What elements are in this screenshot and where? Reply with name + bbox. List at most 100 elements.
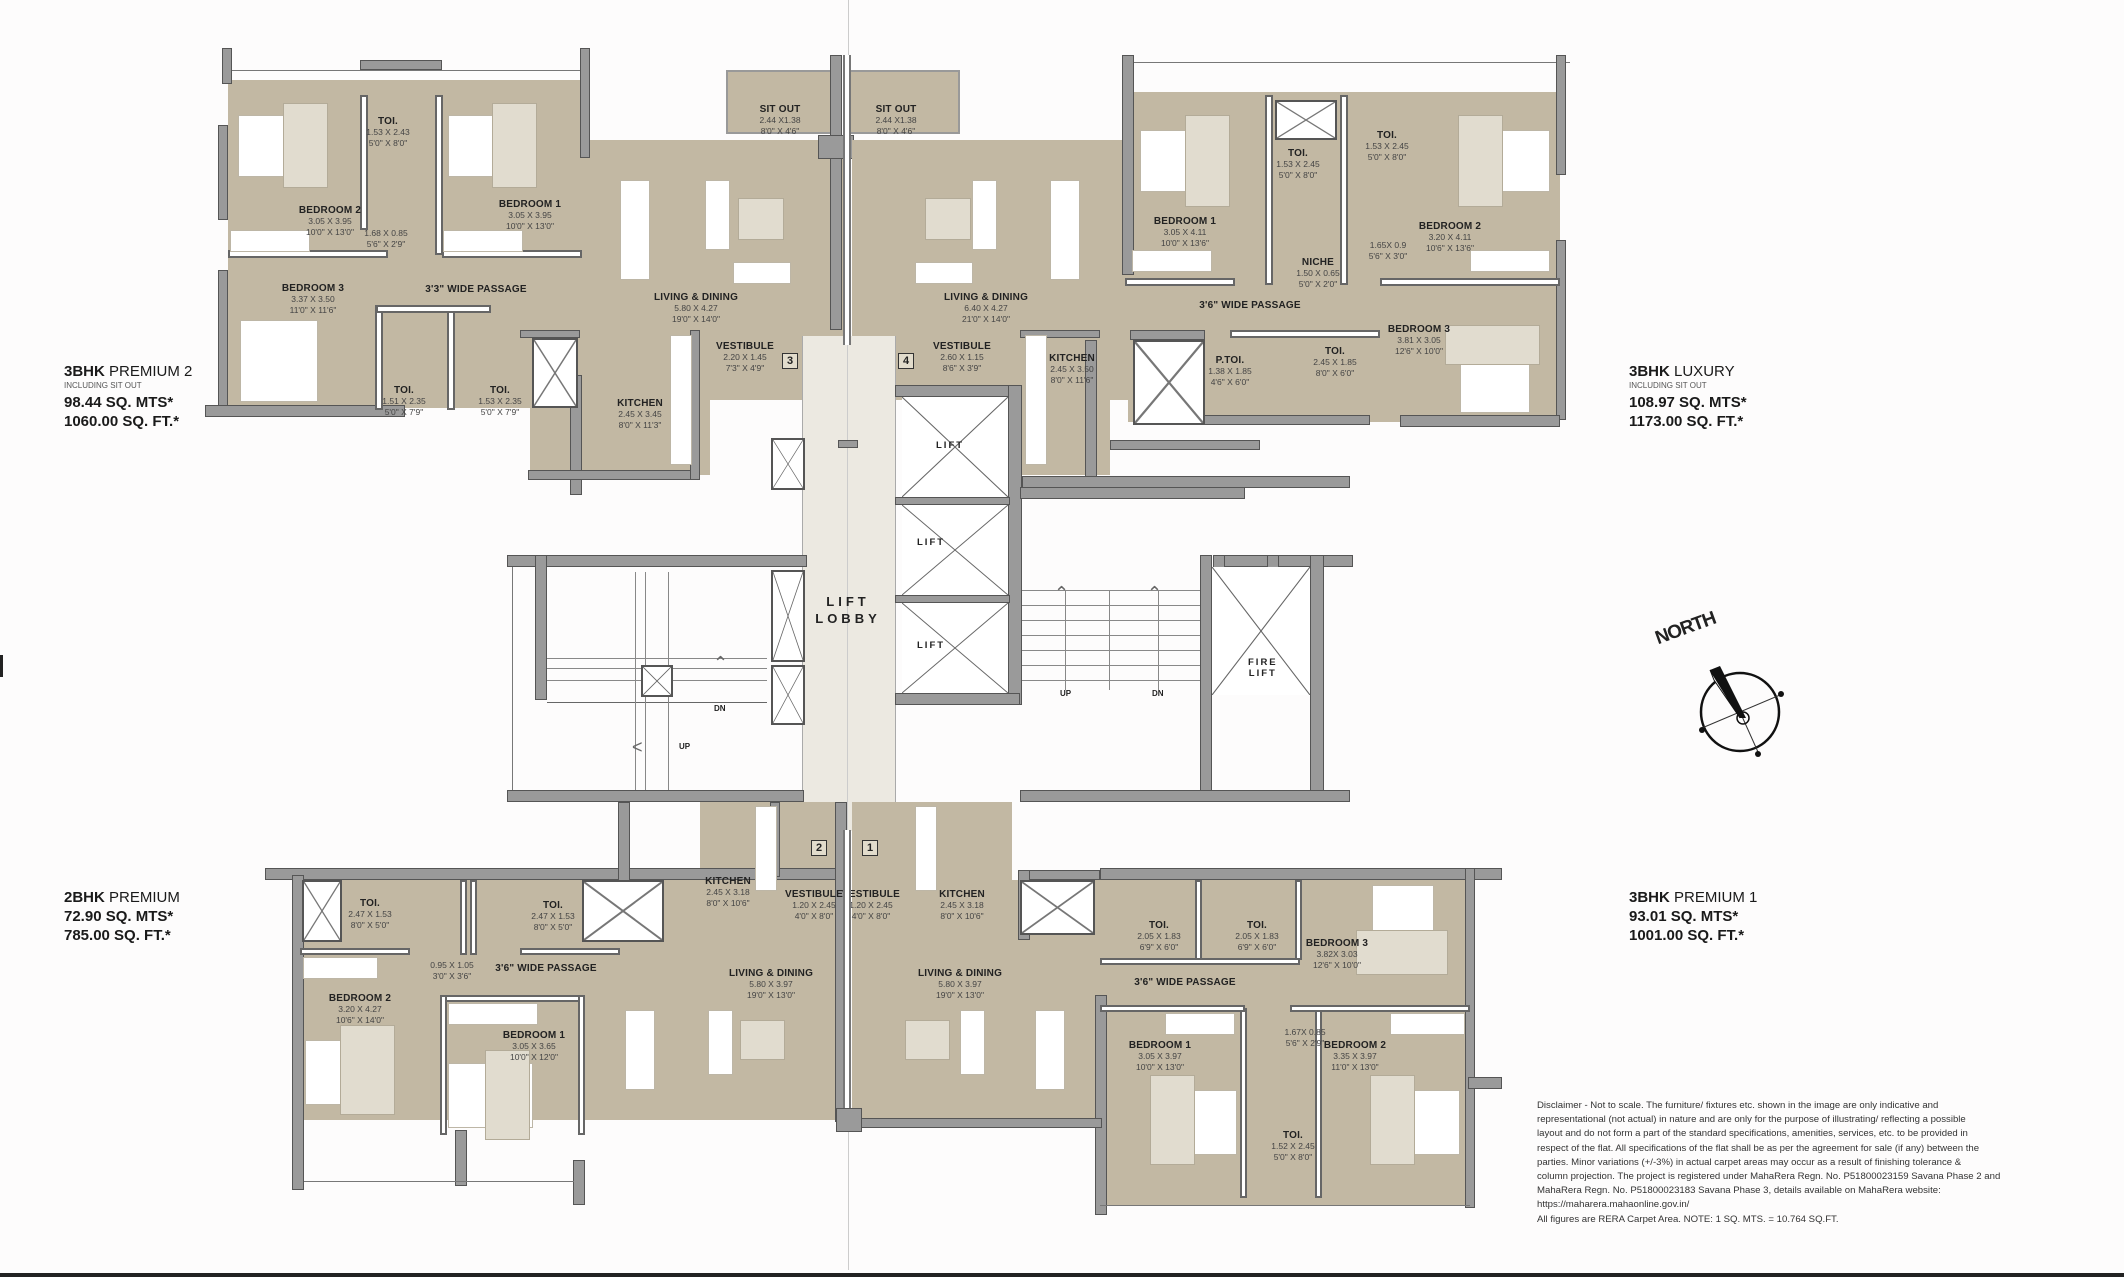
disclaimer-text: Disclaimer - Not to scale. The furniture… bbox=[1537, 1099, 2122, 1227]
stair-outline bbox=[512, 567, 513, 790]
flat-number-3: 3 bbox=[782, 353, 798, 369]
disclaimer-line: layout and do not form a part of the sta… bbox=[1537, 1128, 1968, 1140]
unit-variant: PREMIUM bbox=[104, 889, 180, 906]
wall bbox=[470, 880, 477, 955]
stair-outline bbox=[547, 702, 767, 703]
unit-type: 3BHK bbox=[1629, 889, 1670, 906]
unit-tag-top-left: 3BHK PREMIUM 2 INCLUDING SIT OUT 98.44 S… bbox=[64, 362, 192, 431]
rug bbox=[1150, 1075, 1195, 1165]
sitout-fill bbox=[844, 70, 960, 134]
wall bbox=[1340, 95, 1348, 285]
wall bbox=[1100, 1005, 1245, 1012]
north-label: NORTH bbox=[1652, 607, 1719, 650]
passage-label: 3'6" WIDE PASSAGE bbox=[1134, 977, 1236, 988]
wall bbox=[1240, 1008, 1247, 1198]
area-sqft: 1060.00 SQ. FT.* bbox=[64, 413, 180, 430]
fire-lift-shaft bbox=[1212, 567, 1310, 695]
column bbox=[1110, 440, 1260, 450]
left-edge-mark bbox=[0, 655, 3, 677]
wall bbox=[1020, 330, 1100, 338]
passage-label: 3'6" WIDE PASSAGE bbox=[1199, 300, 1301, 311]
wall bbox=[1295, 880, 1302, 960]
disclaimer-line: Disclaimer - Not to scale. The furniture… bbox=[1537, 1100, 1939, 1111]
wall bbox=[618, 802, 630, 887]
wall bbox=[1018, 870, 1100, 880]
coffee-table bbox=[905, 1020, 950, 1060]
wardrobe bbox=[303, 957, 378, 979]
wall bbox=[1465, 868, 1475, 1208]
lobby-centerline bbox=[847, 336, 848, 831]
disclaimer-link[interactable]: https://maharera.mahaonline.gov.in/ bbox=[1537, 1199, 1690, 1211]
wall bbox=[1125, 278, 1235, 286]
party-wall bbox=[843, 55, 851, 345]
coffee-table bbox=[738, 198, 784, 240]
flat-number-4: 4 bbox=[898, 353, 914, 369]
lift-core-wall bbox=[1008, 385, 1022, 705]
unit-variant: LUXURY bbox=[1669, 363, 1735, 380]
stair-wall bbox=[507, 555, 807, 567]
wall bbox=[1290, 1005, 1470, 1012]
wall bbox=[460, 880, 467, 955]
sofa bbox=[705, 180, 730, 250]
wall bbox=[573, 1160, 585, 1205]
disclaimer-line: column projection. The project is regist… bbox=[1537, 1171, 2001, 1183]
rug bbox=[1458, 115, 1503, 207]
stair-wall bbox=[1213, 555, 1353, 567]
wardrobe bbox=[448, 1003, 538, 1025]
duct-shaft bbox=[532, 338, 578, 408]
rug bbox=[1445, 325, 1540, 365]
passage-label: 3'6" WIDE PASSAGE bbox=[495, 963, 597, 974]
rug bbox=[1370, 1075, 1415, 1165]
wall bbox=[205, 405, 405, 417]
rug bbox=[340, 1025, 395, 1115]
column bbox=[1468, 1077, 1502, 1089]
duct-shaft bbox=[1275, 100, 1337, 140]
wall bbox=[830, 55, 842, 330]
arrow-up-icon: ⌃ bbox=[1054, 583, 1070, 603]
disclaimer-line: MahaRera Regn. No. P51800023183 Savana P… bbox=[1537, 1185, 1941, 1197]
lift-core-wall bbox=[895, 497, 1010, 505]
outline-rail bbox=[1130, 62, 1570, 63]
lift-core-wall bbox=[895, 385, 1020, 397]
area-sqm: 93.01 SQ. MTS* bbox=[1629, 908, 1739, 925]
duct-shaft bbox=[771, 665, 805, 725]
unit-variant: PREMIUM 1 bbox=[1669, 889, 1758, 906]
wall bbox=[1095, 995, 1107, 1215]
wardrobe bbox=[1132, 250, 1212, 272]
wall bbox=[455, 1130, 467, 1186]
kitchen-counter bbox=[755, 806, 777, 891]
unit-tag-bottom-right: 3BHK PREMIUM 1 93.01 SQ. MTS* 1001.00 SQ… bbox=[1629, 888, 1757, 945]
stair-wall bbox=[1020, 487, 1245, 499]
wall bbox=[1556, 55, 1566, 175]
lift-label: LIFT bbox=[917, 537, 946, 548]
lift-label: LIFT bbox=[917, 640, 946, 651]
wall bbox=[300, 948, 410, 955]
duct-shaft bbox=[1133, 340, 1205, 425]
rug bbox=[1356, 930, 1448, 975]
duct-shaft bbox=[302, 880, 342, 942]
flat-number-1: 1 bbox=[862, 840, 878, 856]
wall bbox=[376, 305, 491, 313]
area-sqm: 72.90 SQ. MTS* bbox=[64, 908, 174, 925]
armchair bbox=[733, 262, 791, 284]
dining-table bbox=[620, 180, 650, 280]
wall bbox=[440, 995, 580, 1002]
kitchen-counter bbox=[670, 335, 692, 465]
